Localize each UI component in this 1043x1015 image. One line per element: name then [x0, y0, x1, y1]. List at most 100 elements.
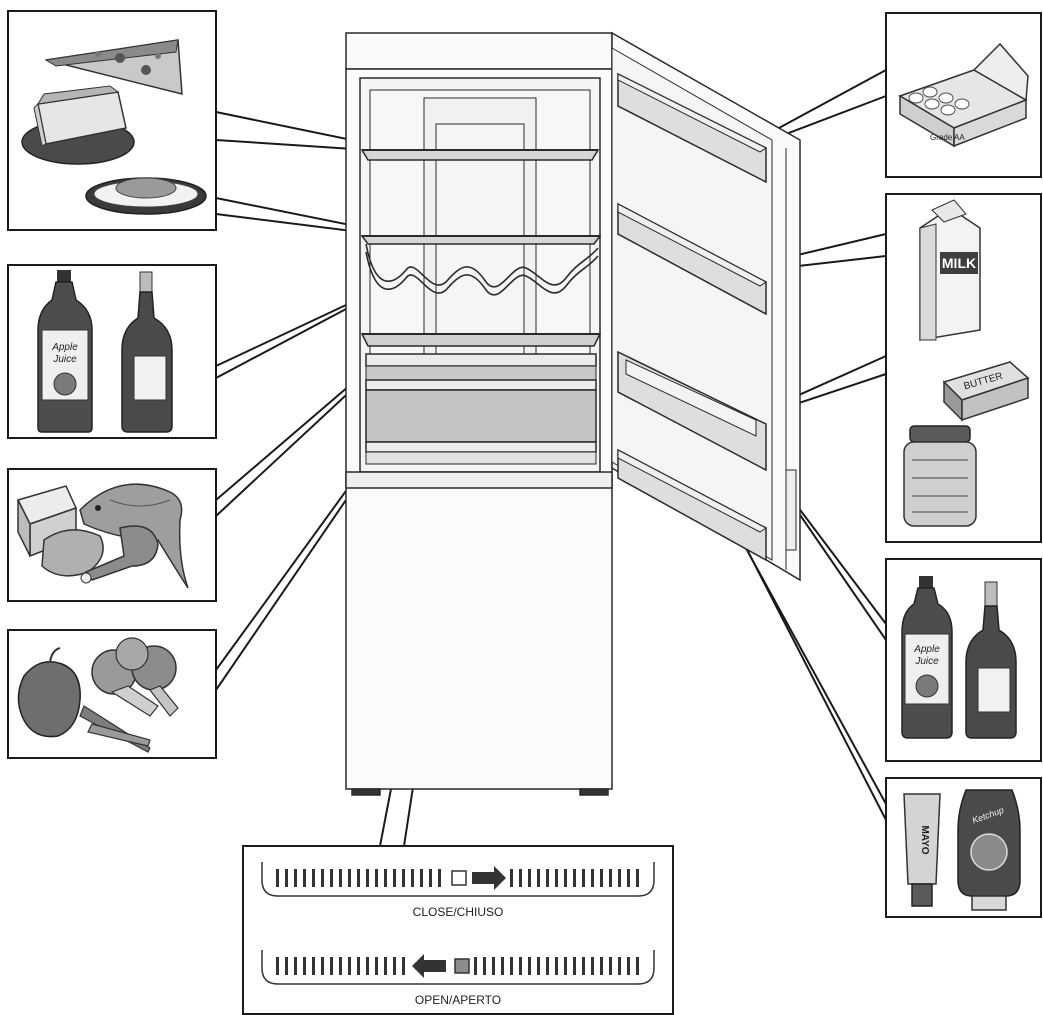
- vent-slot: [591, 869, 594, 887]
- vent-slot: [375, 869, 378, 887]
- vent-slot: [564, 869, 567, 887]
- vent-slot: [285, 869, 288, 887]
- vent-slot: [483, 957, 486, 975]
- vent-slot: [285, 957, 288, 975]
- broccoli-icon: [91, 637, 179, 717]
- vent-slot: [393, 957, 396, 975]
- arrow-right-icon: [472, 866, 506, 890]
- vent-slot: [384, 869, 387, 887]
- vent-slot: [600, 869, 603, 887]
- carrot-icon: [79, 705, 151, 753]
- egg-carton-icon: Grade AA: [898, 42, 1029, 148]
- callout-dairy: MILK BUTTER: [885, 193, 1042, 543]
- vent-slot: [582, 957, 585, 975]
- meat-icon: [41, 525, 159, 584]
- fridge: [345, 31, 801, 796]
- callout-eggs: Grade AA: [885, 12, 1042, 178]
- vent-slot: [474, 957, 477, 975]
- vent-slot: [312, 957, 315, 975]
- vent-slot: [537, 869, 540, 887]
- vent-slot: [627, 957, 630, 975]
- vent-slot: [564, 957, 567, 975]
- vent-slot: [420, 869, 423, 887]
- vent-slot: [510, 869, 513, 887]
- wine-bottle-icon: [121, 271, 173, 433]
- arrow-left-icon: [412, 954, 446, 978]
- top-shelf: [360, 149, 600, 161]
- wine-bottle-icon: [965, 581, 1017, 739]
- vent-slot: [636, 869, 639, 887]
- juice-label-juice: Juice: [52, 354, 77, 365]
- door-bin-top: [617, 72, 767, 184]
- rice-dish-icon: [85, 177, 207, 215]
- vent-slot: [627, 869, 630, 887]
- vent-slot: [294, 957, 297, 975]
- vent-slot: [492, 957, 495, 975]
- vent-slot: [555, 869, 558, 887]
- juice-bottle-icon: Apple Juice: [37, 270, 93, 433]
- juice-label-apple: Apple: [51, 342, 78, 353]
- pizza-slice-icon: [44, 39, 183, 95]
- fridge-foot-right: [579, 788, 609, 796]
- callout-beverages: Apple Juice: [7, 264, 217, 439]
- vent-slot: [537, 957, 540, 975]
- vent-slot: [609, 869, 612, 887]
- cheese-icon: [16, 485, 78, 558]
- vent-slot: [348, 869, 351, 887]
- vent-slot: [276, 869, 279, 887]
- lower-shelf: [360, 333, 602, 347]
- jar-icon: [903, 425, 977, 527]
- mayo-label: MAYO: [919, 825, 930, 854]
- vent-slot: [591, 957, 594, 975]
- vent-slot: [609, 957, 612, 975]
- callout-door-bottles: Apple Juice: [885, 558, 1042, 762]
- vent-slot: [321, 957, 324, 975]
- vent-slot: [339, 869, 342, 887]
- door-bin-middle: [617, 202, 767, 316]
- milk-label: MILK: [942, 255, 976, 271]
- vent-closed-indicator: [451, 866, 506, 890]
- vent-slot: [582, 869, 585, 887]
- ketchup-bottle-icon: Ketchup: [957, 789, 1021, 911]
- vent-slot: [303, 957, 306, 975]
- fridge-top-cap: [345, 32, 613, 70]
- crisper-drawer: [365, 389, 597, 465]
- vent-slot: [402, 957, 405, 975]
- bottle-retainer: [625, 359, 757, 437]
- vent-slot: [519, 869, 522, 887]
- vent-slot: [330, 869, 333, 887]
- callout-vegetables: [7, 629, 217, 759]
- milk-carton-icon: MILK: [919, 199, 981, 341]
- fridge-foot-left: [351, 788, 381, 796]
- butter-icon: BUTTER: [942, 361, 1030, 422]
- vent-slot: [366, 957, 369, 975]
- egg-carton-label: Grade AA: [930, 133, 965, 142]
- vent-slot: [384, 957, 387, 975]
- vent-slot: [276, 957, 279, 975]
- vent-slot: [402, 869, 405, 887]
- vent-slot: [618, 869, 621, 887]
- vent-slot: [438, 869, 441, 887]
- juice-label-juice: Juice: [914, 656, 939, 667]
- vent-slot: [357, 869, 360, 887]
- door-bin-lower: [617, 350, 767, 472]
- compartment-divider: [345, 471, 613, 489]
- vent-slot: [393, 869, 396, 887]
- vent-slot: [528, 869, 531, 887]
- wine-rack: [365, 243, 599, 296]
- vent-slot: [510, 957, 513, 975]
- vent-slot: [411, 869, 414, 887]
- cake-slice-icon: [21, 85, 135, 165]
- vent-slot: [528, 957, 531, 975]
- callout-condiments: MAYO Ketchup: [885, 777, 1042, 918]
- vent-slot: [375, 957, 378, 975]
- vent-slot: [546, 869, 549, 887]
- vent-slot: [573, 869, 576, 887]
- vent-slot: [519, 957, 522, 975]
- door-bin-bottom: [617, 448, 767, 562]
- vent-slot: [555, 957, 558, 975]
- vent-slot: [573, 957, 576, 975]
- vent-slot: [330, 957, 333, 975]
- pepper-icon: [17, 647, 81, 738]
